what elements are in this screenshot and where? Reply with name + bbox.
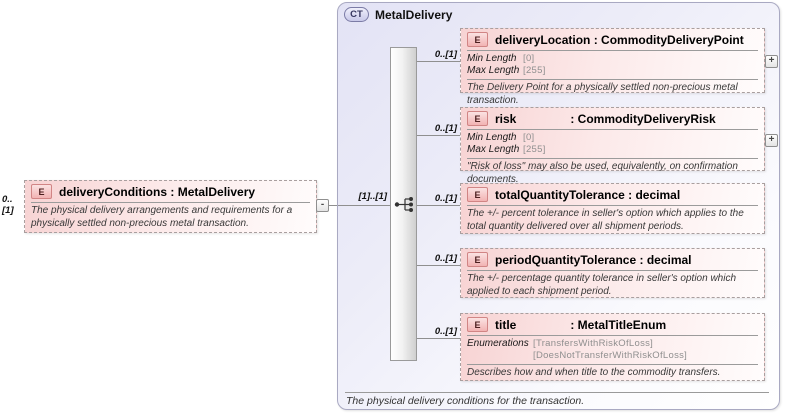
complextype-title: MetalDelivery [375, 8, 453, 22]
element-icon: E [467, 32, 488, 47]
root-cardinality-label: 0..[1] [2, 194, 14, 216]
divider [467, 50, 758, 51]
element-name: deliveryLocation [495, 32, 591, 47]
element-header: E deliveryConditions : MetalDelivery [31, 184, 310, 199]
facet-value: [255] [523, 143, 546, 155]
cardinality-label: 0..[1] [434, 253, 457, 264]
element-header: E periodQuantityTolerance : decimal [467, 252, 758, 267]
element-title: deliveryLocation : CommodityDeliveryPoin… [495, 33, 744, 47]
enumeration-value: [TransfersWithRiskOfLoss] [533, 338, 654, 349]
element-description: The physical delivery arrangements and r… [31, 205, 293, 229]
element-icon: E [467, 111, 488, 126]
facet-label: Max Length [467, 64, 520, 76]
element-description: "Risk of loss" may also be used, equival… [467, 161, 738, 185]
cardinality-label: 0..[1] [434, 123, 457, 134]
element-icon: E [467, 187, 488, 202]
element-description: Describes how and when title to the comm… [467, 367, 721, 378]
facet-value: [255] [523, 64, 546, 76]
element-header: E totalQuantityTolerance : decimal [467, 187, 758, 202]
element-title: title : MetalTitleEnum [495, 318, 666, 332]
facet-row: Max Length [255] [467, 65, 758, 77]
element-title: deliveryConditions : MetalDelivery [59, 185, 255, 199]
facet-label: Max Length [467, 143, 520, 155]
element-box-title[interactable]: E title : MetalTitleEnum Enumerations [T… [460, 313, 765, 381]
element-icon: E [467, 317, 488, 332]
facet-label: Min Length [467, 53, 517, 64]
facet-value: [0] [523, 53, 535, 64]
element-box-periodQuantityTolerance[interactable]: E periodQuantityTolerance : decimal The … [460, 248, 765, 298]
element-type: : MetalTitleEnum [570, 317, 667, 332]
divider [467, 270, 758, 271]
element-type: : MetalDelivery [170, 184, 256, 199]
divider [467, 364, 758, 365]
facet-row: Min Length [0] [467, 53, 758, 65]
element-box-totalQuantityTolerance[interactable]: E totalQuantityTolerance : decimal The +… [460, 183, 765, 234]
connector-line [417, 338, 460, 339]
connector-line [338, 205, 390, 206]
element-name: periodQuantityTolerance [495, 252, 637, 267]
element-header: E deliveryLocation : CommodityDeliveryPo… [467, 32, 758, 47]
enumerations-row: Enumerations [TransfersWithRiskOfLoss] [… [467, 338, 758, 361]
enumeration-value: [DoesNotTransferWithRiskOfLoss] [533, 349, 688, 361]
element-name: risk [495, 111, 517, 126]
element-header: E risk : CommodityDeliveryRisk [467, 111, 758, 126]
sequence-cardinality-label: [1]..[1] [358, 191, 388, 202]
facet-row: Max Length [255] [467, 144, 758, 156]
cardinality-label: 0..[1] [434, 326, 457, 337]
element-description: The +/- percentage quantity tolerance in… [467, 273, 737, 297]
element-title: totalQuantityTolerance : decimal [495, 188, 680, 202]
element-title: risk : CommodityDeliveryRisk [495, 112, 716, 126]
enumeration-values: [TransfersWithRiskOfLoss] [DoesNotTransf… [533, 338, 687, 361]
complextype-annotation: The physical delivery conditions for the… [346, 395, 585, 407]
collapse-button[interactable]: - [316, 199, 329, 212]
divider [345, 392, 769, 393]
divider [467, 335, 758, 336]
divider [467, 79, 758, 80]
element-type: : CommodityDeliveryPoint [593, 32, 744, 47]
expand-button[interactable]: + [765, 55, 778, 68]
element-header: E title : MetalTitleEnum [467, 317, 758, 332]
facet-label: Enumerations [467, 338, 529, 349]
divider [467, 129, 758, 130]
sequence-icon [394, 197, 413, 212]
divider [467, 158, 758, 159]
facet-row: Min Length [0] [467, 132, 758, 144]
connector-line [329, 205, 338, 206]
facet-label: Min Length [467, 132, 517, 143]
element-icon: E [31, 184, 52, 199]
cardinality-label: 0..[1] [434, 49, 457, 60]
element-name: title [495, 317, 517, 332]
element-type: : CommodityDeliveryRisk [570, 111, 716, 126]
complextype-badge: CT [344, 7, 369, 22]
element-type: : decimal [639, 252, 692, 267]
element-name: totalQuantityTolerance [495, 187, 625, 202]
expand-button[interactable]: + [765, 134, 778, 147]
element-description: The Delivery Point for a physically sett… [467, 82, 738, 106]
element-title: periodQuantityTolerance : decimal [495, 253, 692, 267]
element-box-deliveryConditions[interactable]: E deliveryConditions : MetalDelivery The… [24, 180, 317, 233]
divider [467, 205, 758, 206]
element-box-deliveryLocation[interactable]: E deliveryLocation : CommodityDeliveryPo… [460, 28, 765, 106]
facet-value: [0] [523, 132, 535, 143]
connector-line [417, 135, 460, 136]
cardinality-label: 0..[1] [434, 193, 457, 204]
connector-line [417, 205, 460, 206]
element-box-risk[interactable]: E risk : CommodityDeliveryRisk Min Lengt… [460, 107, 765, 185]
element-description: The +/- percent tolerance in seller's op… [467, 208, 744, 232]
connector-line [417, 265, 460, 266]
connector-line [417, 61, 460, 62]
element-icon: E [467, 252, 488, 267]
element-name: deliveryConditions [59, 184, 168, 199]
divider [31, 202, 310, 203]
element-type: : decimal [628, 187, 681, 202]
